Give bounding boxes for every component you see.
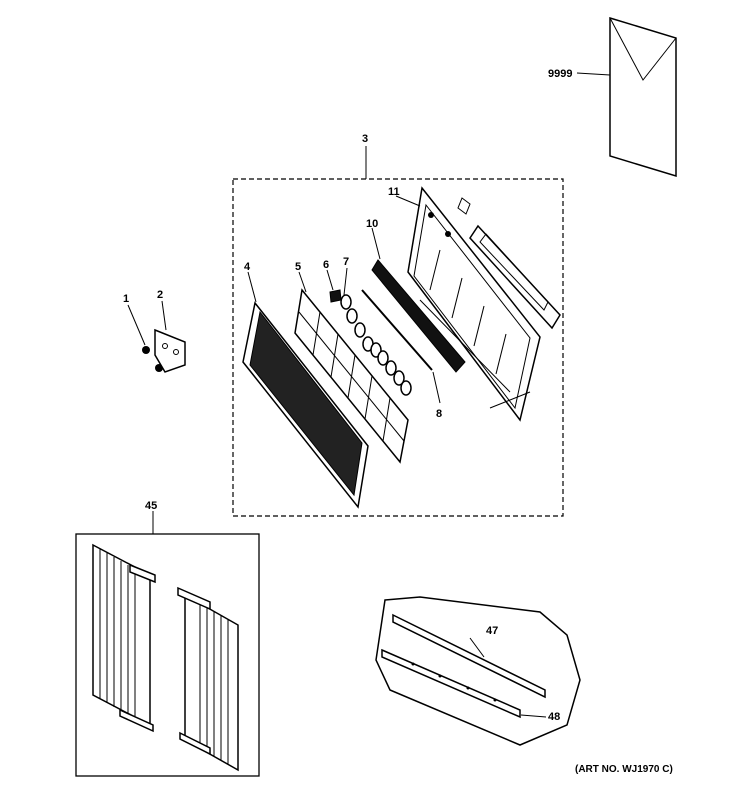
curtain-set-part: 45: [75, 500, 260, 777]
louver-set-part: 7: [340, 256, 412, 396]
filter-grid-lines: [298, 311, 405, 442]
callout-2: 2: [157, 289, 163, 301]
callout-11: 11: [388, 186, 400, 198]
clip-part: 6: [323, 259, 342, 303]
vent-bar-part: 10: [366, 218, 466, 373]
screw-part: 1: [123, 293, 163, 372]
callout-3: 3: [362, 133, 368, 145]
envelope-part: 9999: [548, 16, 677, 178]
grille-frame-part: 11: [388, 186, 561, 422]
rail-holes: [411, 662, 497, 702]
art-number: (ART NO. WJ1970 C): [575, 764, 673, 775]
callout-5: 5: [295, 261, 301, 273]
front-panel-part: 4: [242, 261, 369, 509]
callout-1: 1: [123, 293, 129, 305]
right-curtain-pleats: [199, 603, 229, 764]
callout-47: 47: [486, 625, 498, 637]
kit-assembly-box: 3: [232, 133, 564, 517]
callout-4: 4: [244, 261, 251, 273]
callout-45: 45: [145, 500, 157, 512]
grille-inner-lines: [419, 249, 531, 409]
callout-10: 10: [366, 218, 378, 230]
rod-part: 8: [361, 289, 442, 420]
left-curtain-pleats: [99, 549, 136, 719]
callout-6: 6: [323, 259, 329, 271]
filter-part: 5: [294, 261, 409, 464]
callout-48: 48: [548, 711, 560, 723]
mounting-plate-part: 2: [154, 289, 186, 373]
callout-9999: 9999: [548, 68, 572, 80]
callout-7: 7: [343, 256, 349, 268]
rail-set-part: 47 48: [375, 596, 581, 746]
callout-8: 8: [436, 408, 442, 420]
